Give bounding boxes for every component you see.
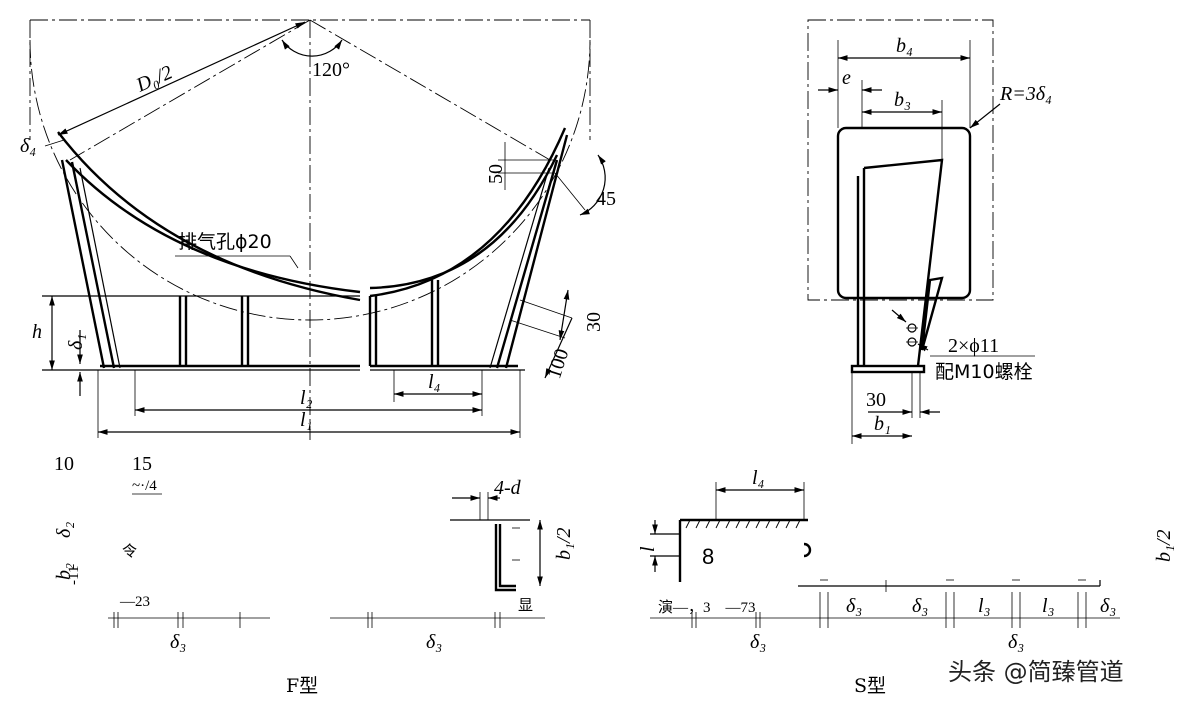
f-type-label: F型 (286, 675, 318, 697)
f-dim-4d: 4-d (494, 477, 522, 499)
l2-label: l₂ (300, 387, 313, 409)
f-b1-half: b₁/2 (553, 527, 575, 560)
f-delta3-a: δ₃ (170, 631, 186, 653)
f-delta2: δ₂ (53, 522, 75, 538)
dim-50: 50 (485, 164, 507, 184)
f-num-10: 10 (54, 453, 74, 475)
front-view: D₀/2 120° δ₄ (20, 19, 616, 440)
l4-label: l₄ (428, 371, 441, 393)
vent-hole-label: 排气孔ϕ20 (178, 231, 272, 253)
f-num-23: —23 (119, 594, 150, 610)
s-delta3-e: δ₃ (1100, 595, 1116, 617)
h-label: h (32, 321, 42, 343)
s-yan-note: 演—，3 —73 (658, 599, 756, 616)
s-l3-a: l₃ (978, 595, 991, 617)
b3-label: b₃ (894, 89, 911, 111)
s-delta3-c: δ₃ (912, 595, 928, 617)
b4-label: b₄ (896, 35, 913, 57)
s-delta3-a: δ₃ (750, 631, 766, 653)
s-type-label: S型 (854, 675, 886, 697)
s-l3-b: l₃ (1042, 595, 1055, 617)
b1-label: b₁ (874, 413, 891, 435)
l1-label: l₁ (300, 409, 313, 431)
holes-label: 2×ϕ11 (948, 335, 999, 357)
f-note-4: ~·/4 (132, 478, 157, 494)
f-num-15: 15 (132, 453, 152, 475)
s-b1-half: b₁/2 (1153, 529, 1175, 562)
watermark: 头条 @简臻管道 (948, 658, 1124, 686)
dim-30-side: 30 (866, 389, 886, 411)
f-b2-sub: -11 (66, 566, 82, 585)
f-ling: 令 (122, 543, 137, 560)
s-delta3-b: δ₃ (846, 595, 862, 617)
s-type-detail: l₄ l 8 演—，3 —73 (637, 467, 1175, 697)
angle-label: 120° (312, 59, 350, 81)
radius-label: R=3δ₄ (999, 83, 1052, 105)
delta4-label: δ₄ (20, 135, 36, 157)
f-delta3-b: δ₃ (426, 631, 442, 653)
side-view: b₄ e b₃ R=3δ₄ 2×ϕ11 配M10螺栓 (807, 19, 1052, 444)
f-xian: 显 (518, 598, 533, 614)
delta1-label: δ₁ (65, 334, 87, 350)
f-type-detail: 10 15 ~·/4 δ₂ b₂ -11 令 —23 δ₃ δ₃ 4-d (53, 453, 575, 697)
s-delta3-d: δ₃ (1008, 631, 1024, 653)
dim-30: 30 (583, 312, 605, 332)
s-eight: 8 (702, 544, 714, 569)
dim-100: 100 (543, 346, 573, 381)
bolt-label: 配M10螺栓 (935, 361, 1033, 383)
s-l4-label: l₄ (752, 467, 765, 489)
dim-45: 45 (596, 188, 616, 210)
e-label: e (842, 67, 851, 89)
s-l-label: l (637, 546, 659, 552)
f-b2: b₂ (53, 563, 75, 580)
